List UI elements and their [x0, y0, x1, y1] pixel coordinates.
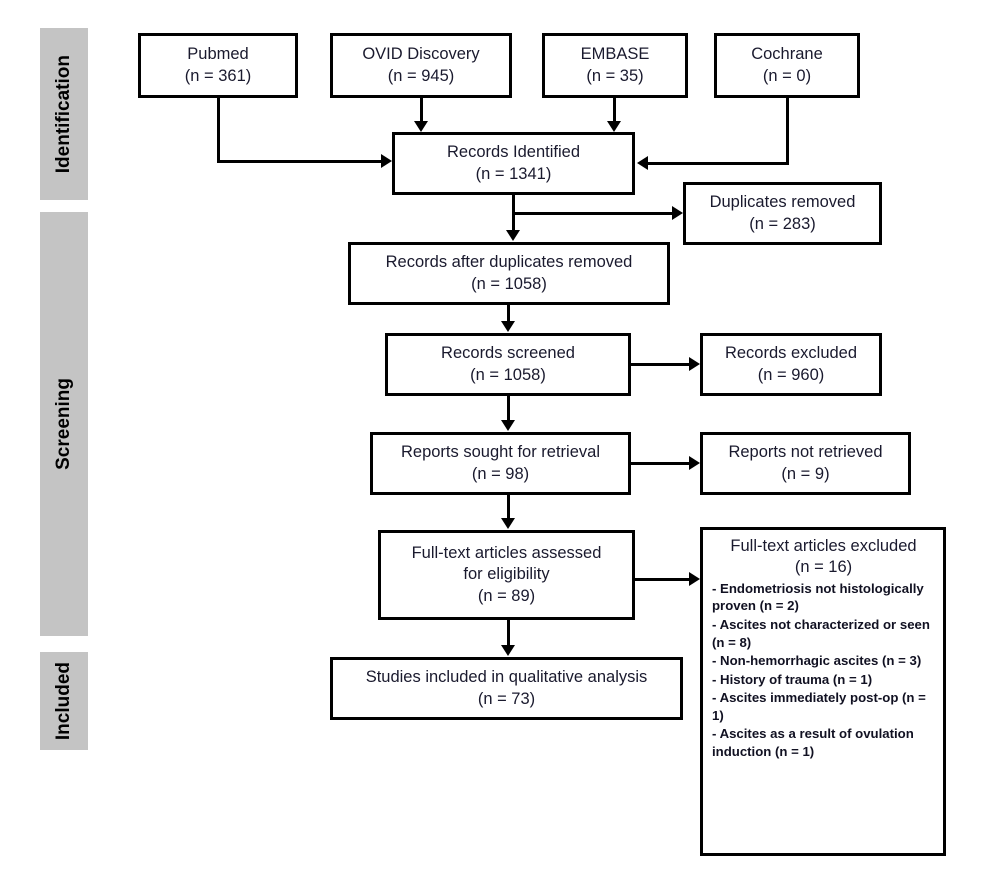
node-box-records-excluded: Records excluded (n = 960): [700, 333, 882, 396]
node-label-reports-sought: Reports sought for retrieval: [400, 443, 600, 462]
connector-fulltext-to-excluded: [635, 578, 689, 581]
connector-pubmed-horizontal: [217, 160, 381, 163]
node-label-records-excluded: Records excluded: [724, 344, 858, 363]
node-count-records-excluded: (n = 960): [757, 365, 825, 384]
source-box-embase: EMBASE (n = 35): [542, 33, 688, 98]
node-label-records-after-duplicates: Records after duplicates removed: [385, 253, 633, 272]
node-box-records-identified: Records Identified (n = 1341): [392, 132, 635, 195]
source-name-cochrane: Cochrane: [751, 45, 823, 64]
stage-bar-identification: Identification: [40, 28, 88, 200]
node-count-records-after-duplicates: (n = 1058): [471, 274, 547, 293]
node-box-duplicates-removed: Duplicates removed (n = 283): [683, 182, 882, 245]
arrow-pubmed-to-records-identified: [381, 154, 392, 168]
source-box-pubmed: Pubmed (n = 361): [138, 33, 298, 98]
stage-label-identification: Identification: [53, 54, 74, 174]
node-label-records-screened: Records screened: [441, 344, 575, 363]
stage-bar-included: Included: [40, 652, 88, 750]
node-count-reports-not-retrieved: (n = 9): [781, 464, 830, 483]
node-box-fulltext-excluded: Full-text articles excluded (n = 16) - E…: [700, 527, 946, 856]
arrow-identified-to-duplicates: [672, 206, 683, 220]
connector-cochrane-horizontal: [648, 162, 789, 165]
node-box-fulltext-assessed: Full-text articles assessed for eligibil…: [378, 530, 635, 620]
node-box-records-after-duplicates: Records after duplicates removed (n = 10…: [348, 242, 670, 305]
arrow-identified-to-after-duplicates: [506, 230, 520, 241]
connector-screened-to-reports-sought: [507, 396, 510, 421]
node-count-records-screened: (n = 1058): [470, 365, 546, 384]
node-box-records-screened: Records screened (n = 1058): [385, 333, 631, 396]
node-box-studies-included: Studies included in qualitative analysis…: [330, 657, 683, 720]
connector-fulltext-to-studies-included: [507, 620, 510, 646]
connector-cochrane-vertical: [786, 98, 789, 162]
connector-reports-sought-to-fulltext: [507, 495, 510, 519]
node-label-fulltext-excluded: Full-text articles excluded: [730, 537, 917, 555]
node-label-reports-not-retrieved: Reports not retrieved: [728, 443, 883, 462]
exclusion-reason-item: - Ascites not characterized or seen (n =…: [712, 616, 930, 650]
source-count-embase: (n = 35): [586, 66, 644, 85]
exclusion-reason-item: - Ascites immediately post-op (n = 1): [712, 690, 926, 723]
source-name-pubmed: Pubmed: [187, 45, 249, 64]
connector-screened-to-excluded: [631, 363, 689, 366]
exclusion-reason-item: - Non-hemorrhagic ascites (n = 3): [712, 653, 922, 669]
connector-pubmed-vertical: [217, 98, 220, 160]
source-name-ovid-discovery: OVID Discovery: [362, 45, 480, 64]
node-count-fulltext-assessed: (n = 89): [477, 586, 536, 605]
source-box-cochrane: Cochrane (n = 0): [714, 33, 860, 98]
arrow-ovid-to-records-identified: [414, 121, 428, 132]
connector-after-duplicates-to-screened: [507, 305, 510, 322]
arrow-cochrane-to-records-identified: [637, 156, 648, 170]
node-count-reports-sought: (n = 98): [471, 464, 530, 483]
node-label-fulltext-assessed-line1: Full-text articles assessed: [411, 544, 602, 563]
node-count-fulltext-excluded: (n = 16): [794, 558, 853, 577]
arrow-reports-sought-to-not-retrieved: [689, 456, 700, 470]
node-count-records-identified: (n = 1341): [475, 164, 552, 183]
node-label-duplicates-removed: Duplicates removed: [709, 193, 856, 212]
node-label-records-identified: Records Identified: [447, 143, 580, 162]
exclusion-reason-item: - Ascites as a result of ovulation induc…: [712, 726, 914, 759]
connector-identified-to-duplicates: [512, 212, 672, 215]
node-label-fulltext-assessed-line2: for eligibility: [463, 565, 550, 584]
source-name-embase: EMBASE: [580, 45, 650, 64]
source-count-pubmed: (n = 361): [184, 66, 252, 85]
stage-label-included: Included: [53, 661, 74, 741]
arrow-screened-to-reports-sought: [501, 420, 515, 431]
arrow-fulltext-to-excluded: [689, 572, 700, 586]
arrow-embase-to-records-identified: [607, 121, 621, 132]
node-box-reports-sought: Reports sought for retrieval (n = 98): [370, 432, 631, 495]
arrow-after-duplicates-to-screened: [501, 321, 515, 332]
stage-bar-screening: Screening: [40, 212, 88, 636]
arrow-fulltext-to-studies-included: [501, 645, 515, 656]
arrow-screened-to-excluded: [689, 357, 700, 371]
node-count-duplicates-removed: (n = 283): [749, 214, 816, 233]
source-count-cochrane: (n = 0): [762, 66, 812, 85]
connector-ovid-vertical: [420, 98, 423, 122]
stage-label-screening: Screening: [53, 378, 74, 470]
connector-reports-sought-to-not-retrieved: [631, 462, 689, 465]
node-count-studies-included: (n = 73): [477, 689, 536, 708]
exclusion-reason-item: - History of trauma (n = 1): [712, 671, 873, 687]
source-count-ovid-discovery: (n = 945): [387, 66, 455, 85]
node-label-studies-included: Studies included in qualitative analysis: [365, 668, 648, 687]
source-box-ovid-discovery: OVID Discovery (n = 945): [330, 33, 512, 98]
exclusion-reason-item: - Endometriosis not histologically prove…: [712, 580, 924, 614]
node-box-reports-not-retrieved: Reports not retrieved (n = 9): [700, 432, 911, 495]
connector-embase-vertical: [613, 98, 616, 122]
arrow-reports-sought-to-fulltext: [501, 518, 515, 529]
